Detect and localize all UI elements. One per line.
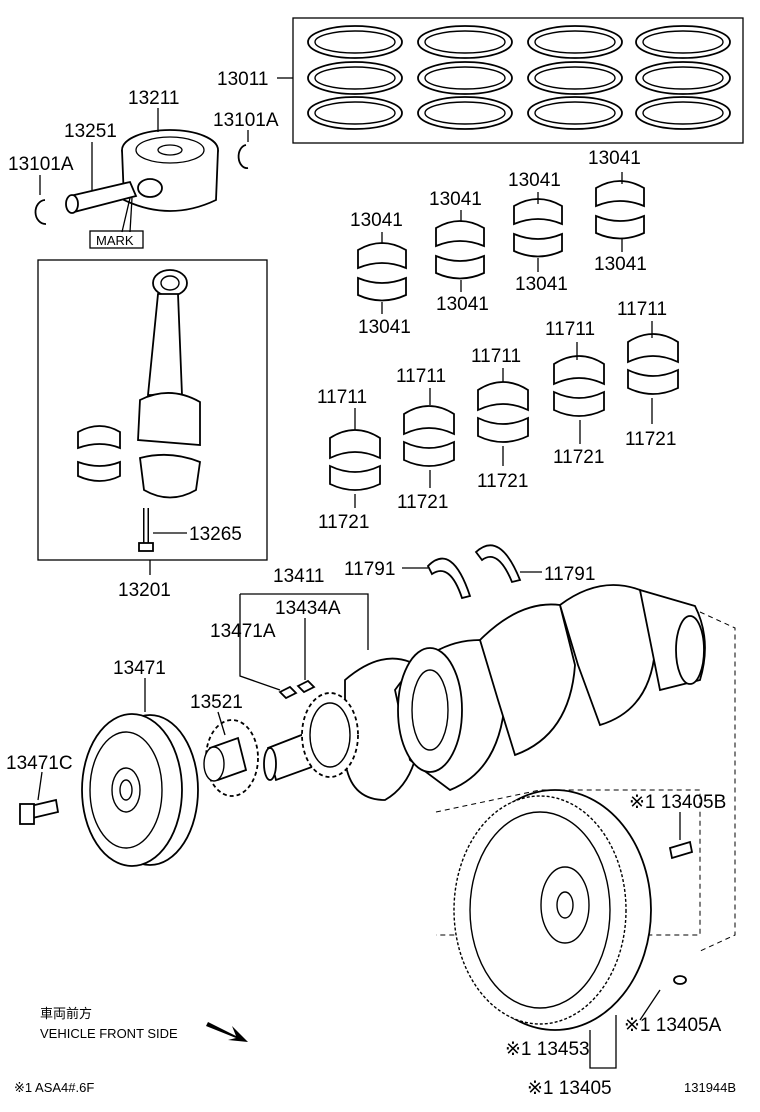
rod-bearing	[77, 425, 121, 482]
label-11791-right: 11791	[544, 564, 595, 585]
crank-key-13434a	[296, 679, 316, 694]
rod-bolt	[138, 508, 154, 552]
label-13101a-right: 13101A	[213, 110, 279, 131]
label-13521: 13521	[190, 692, 243, 713]
thrust-washer-left	[426, 557, 472, 600]
piston	[121, 129, 219, 212]
label-11721-1: 11721	[318, 512, 369, 533]
footnote: ※1 ASA4#.6F	[14, 1080, 94, 1095]
flywheel-spacer	[673, 975, 687, 985]
flywheel-bolt	[668, 840, 694, 860]
label-11711-3: 11711	[471, 346, 521, 367]
label-11711-4: 11711	[545, 319, 595, 340]
label-13453: ※1 13453	[505, 1039, 590, 1060]
connecting-rod	[137, 269, 201, 499]
label-13201: 13201	[118, 580, 171, 601]
label-13434a: 13434A	[275, 598, 341, 619]
crankshaft-pulley	[81, 713, 199, 867]
label-13041-8: 13041	[594, 254, 647, 275]
label-13405: ※1 13405	[527, 1078, 612, 1099]
crank-key-13471a	[278, 685, 298, 700]
front-direction-arrow-icon	[206, 1022, 248, 1042]
crankshaft-timing-sprocket	[301, 692, 359, 778]
vehicle-front-en: VEHICLE FRONT SIDE	[40, 1026, 178, 1041]
mark-box	[89, 230, 144, 249]
label-13405b: ※1 13405B	[629, 792, 726, 813]
label-13265: 13265	[189, 524, 242, 545]
label-13041-7: 13041	[515, 274, 568, 295]
label-11721-3: 11721	[477, 471, 528, 492]
label-13471: 13471	[113, 658, 166, 679]
label-13041-4: 13041	[588, 148, 641, 169]
label-11711-1: 11711	[317, 387, 367, 408]
label-13101a-left: 13101A	[8, 154, 74, 175]
label-11791-left: 11791	[344, 559, 395, 580]
label-13011: 13011	[217, 69, 268, 90]
crankshaft-timing-gear	[203, 719, 259, 797]
label-13041-1: 13041	[350, 210, 403, 231]
label-13041-5: 13041	[358, 317, 411, 338]
label-13041-2: 13041	[429, 189, 482, 210]
label-11721-5: 11721	[625, 429, 676, 450]
main-bearing-pair	[329, 429, 381, 491]
snap-ring-right	[237, 144, 249, 169]
snap-ring-left	[34, 199, 47, 225]
label-13211: 13211	[128, 88, 179, 109]
label-mark: MARK	[96, 233, 134, 248]
conrod-bearing-pair	[357, 242, 407, 302]
piston-ring-set	[292, 17, 744, 144]
drive-plate	[453, 789, 652, 1031]
label-13411: 13411	[273, 566, 324, 587]
label-13041-3: 13041	[508, 170, 561, 191]
connecting-rod-frame	[37, 259, 268, 561]
piston-ring-frame	[292, 17, 744, 144]
label-13041-6: 13041	[436, 294, 489, 315]
crankshaft	[263, 584, 706, 801]
diagram-id: 131944B	[684, 1080, 736, 1095]
label-11721-4: 11721	[553, 447, 604, 468]
label-11721-2: 11721	[397, 492, 448, 513]
label-13471c: 13471C	[6, 753, 73, 774]
label-11711-2: 11711	[396, 366, 446, 387]
label-11711-5: 11711	[617, 299, 667, 320]
label-13251: 13251	[64, 121, 117, 142]
crankshaft-pulley-bolt	[19, 798, 60, 825]
vehicle-front-jp: 車両前方	[40, 1006, 92, 1021]
thrust-washer-right	[474, 544, 522, 584]
label-13471a: 13471A	[210, 621, 276, 642]
piston-pin	[65, 180, 138, 214]
label-13405a: ※1 13405A	[624, 1015, 722, 1036]
